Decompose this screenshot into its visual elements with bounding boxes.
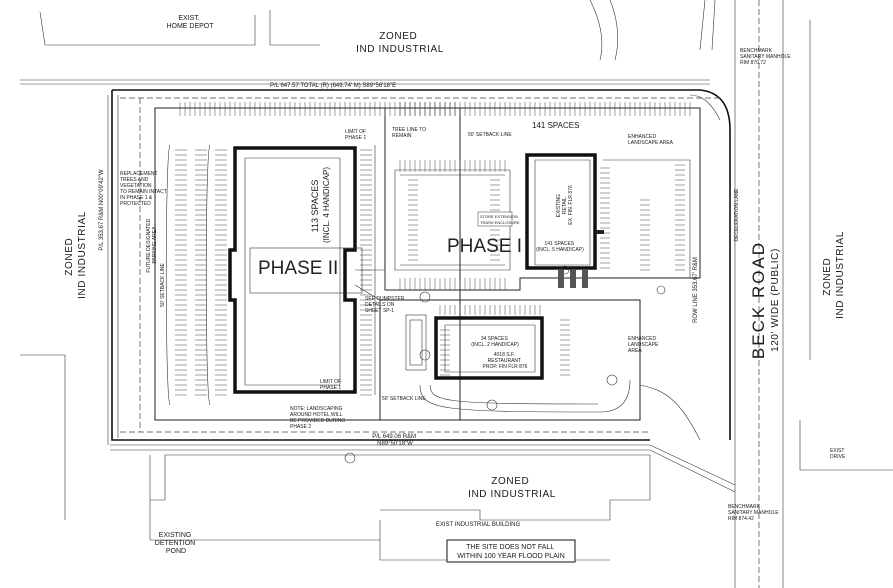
south-property-line-label: P/L 649.06 R&M N89°50'18"W bbox=[372, 434, 417, 447]
parking-stalls bbox=[175, 102, 691, 396]
replacement-trees-label: REPLACEMENT TREES AND VEGETATION TO REMA… bbox=[120, 171, 168, 207]
west-property-line-label: P/L 353.67 R&M N00°09'42"W bbox=[99, 169, 105, 250]
beck-road-width-label: 120' WIDE (PUBLIC) bbox=[770, 248, 781, 352]
zoned-left-label: ZONED IND INDUSTRIAL bbox=[64, 211, 88, 299]
limit-phase-one-a-label: LIMIT OF PHASE 1 bbox=[345, 129, 367, 141]
setback-south-label: 50' SETBACK LINE bbox=[382, 396, 426, 402]
exist-industrial-label: EXIST INDUSTRIAL BUILDING bbox=[436, 522, 521, 528]
exist-drive-label: EXIST DRIVE bbox=[830, 448, 846, 460]
enhanced-landscape-bottom-label: ENHANCED LANDSCAPE AREA bbox=[628, 336, 660, 354]
dumpster-label: SEE DUMPSTER DETAILS ON SHEET SP-1 bbox=[365, 296, 406, 314]
surrounding-roads bbox=[20, 0, 893, 588]
labels: EXIST. HOME DEPOT ZONED IND INDUSTRIAL Z… bbox=[64, 15, 846, 563]
phase-one-label: PHASE I bbox=[447, 236, 522, 257]
phase-one-area bbox=[354, 94, 721, 441]
benchmark-top-label: BENCHMARK SANITARY MANHOLE RIM 870.72 bbox=[740, 48, 792, 66]
landscape-note-label: NOTE: LANDSCAPING AROUND HOTEL WILL BE P… bbox=[290, 406, 347, 430]
beck-road-label: BECK ROAD bbox=[749, 241, 768, 359]
north-property-line-label: P/L 647.57 TOTAL (R) (649.74' M) S89°56'… bbox=[270, 83, 396, 89]
existing-pond-label: EXISTING DETENTION POND bbox=[155, 532, 197, 555]
phase-two-spaces-label: 113 SPACES (INCL. 4 HANDICAP) bbox=[310, 167, 331, 243]
restaurant-label: 4018 S.F. RESTAURANT PROP. FIN FLR 876 bbox=[483, 352, 528, 370]
benchmark-bottom-label: BENCHMARK SANITARY MANHOLE RIM 874.42 bbox=[728, 504, 780, 522]
tree-line-label: TREE LINE TO REMAIN bbox=[392, 127, 427, 139]
property-boundary bbox=[111, 89, 731, 441]
east-row-line-label: ROW LINE 353.67' R&M bbox=[693, 257, 699, 323]
limit-phase-one-b-label: LIMIT OF PHASE 1 bbox=[320, 379, 342, 391]
zoned-top-label: ZONED IND INDUSTRIAL bbox=[356, 31, 444, 55]
site-symbols bbox=[344, 230, 666, 464]
zoned-right-label: ZONED IND INDUSTRIAL bbox=[822, 231, 846, 319]
phase-one-spaces-label: 141 SPACES bbox=[532, 121, 579, 130]
store-area-label: STORE EXTENSION TRASH ENCLOSURE bbox=[480, 214, 520, 225]
retail-spaces-label: 141 SPACES (INCL. 5 HANDICAP) bbox=[536, 241, 584, 253]
deceleration-label: DECELERATION LANE bbox=[734, 188, 740, 242]
existing-retail-label: EXISTING RETAIL EX. FIN. FLR 876 bbox=[556, 185, 574, 225]
setback-top-label: 50' SETBACK LINE bbox=[468, 132, 512, 138]
restaurant-spaces-label: 34 SPACES (INCL. 2 HANDICAP) bbox=[471, 336, 519, 348]
flood-note-label: THE SITE DOES NOT FALL WITHIN 100 YEAR F… bbox=[457, 544, 565, 560]
enhanced-landscape-top-label: ENHANCED LANDSCAPE AREA bbox=[628, 134, 674, 146]
phase-two-label: PHASE II bbox=[258, 258, 338, 279]
exist-home-depot-label: EXIST. HOME DEPOT bbox=[166, 15, 214, 30]
future-parking-label: FUTURE DESIGNATED PARKING AREA bbox=[146, 217, 158, 272]
setback-west-label: 50' SETBACK LINE bbox=[160, 262, 166, 306]
flood-note-box bbox=[446, 539, 576, 563]
zoned-bottom-label: ZONED IND INDUSTRIAL bbox=[468, 476, 556, 500]
